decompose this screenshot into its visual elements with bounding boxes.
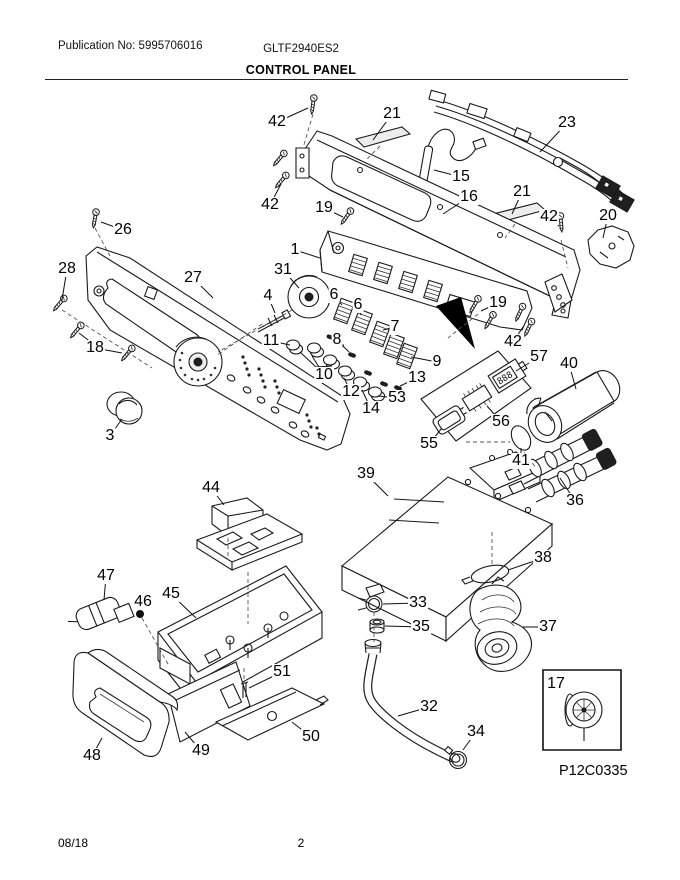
part-3-knob xyxy=(107,392,142,424)
part-41-oring xyxy=(507,423,534,454)
part-57-display: 888 xyxy=(488,356,530,393)
part-37-bellows xyxy=(470,577,532,671)
part-55-pad xyxy=(432,402,470,435)
diagram-code: P12C0335 xyxy=(559,763,628,779)
detail-arrow xyxy=(436,297,475,349)
inset-55-56-57: 888 xyxy=(421,351,531,441)
part-15-sensor xyxy=(419,129,486,182)
part-23-wire-harness xyxy=(429,90,634,212)
publication-number: Publication No: 5995706016 xyxy=(58,40,203,52)
part-47-siphon xyxy=(65,591,134,640)
footer-page-number: 2 xyxy=(297,836,305,850)
model-number: GLTF2940ES2 xyxy=(263,43,339,55)
part-40-cylinder xyxy=(522,365,625,448)
part-27-fascia-panel xyxy=(86,247,350,450)
part-46-clip xyxy=(136,610,144,618)
part-31-timer-disc xyxy=(288,275,330,318)
footer-date: 08/18 xyxy=(58,836,89,850)
part-20-connector-bracket xyxy=(588,226,634,268)
part-56-connector xyxy=(460,382,494,414)
part-51-pin xyxy=(241,682,248,698)
part-35-fitting xyxy=(370,619,384,633)
part-16-rear-bracket xyxy=(296,131,580,318)
part-44-dispenser-lid xyxy=(197,498,302,570)
inset-17-box xyxy=(543,670,621,750)
part-10-buttons xyxy=(287,340,385,401)
part-48-drawer-front xyxy=(73,649,178,756)
part-49-drawer-body xyxy=(168,662,250,742)
part-34-hose-clamp xyxy=(445,747,467,769)
page-title: CONTROL PANEL xyxy=(245,63,357,77)
part-50-bottom-cover xyxy=(216,688,328,740)
title-rule xyxy=(45,79,628,80)
part-39-tub-top xyxy=(342,477,552,641)
part-6-switch-combs xyxy=(334,298,418,368)
part-32-drain-hose xyxy=(365,640,461,764)
